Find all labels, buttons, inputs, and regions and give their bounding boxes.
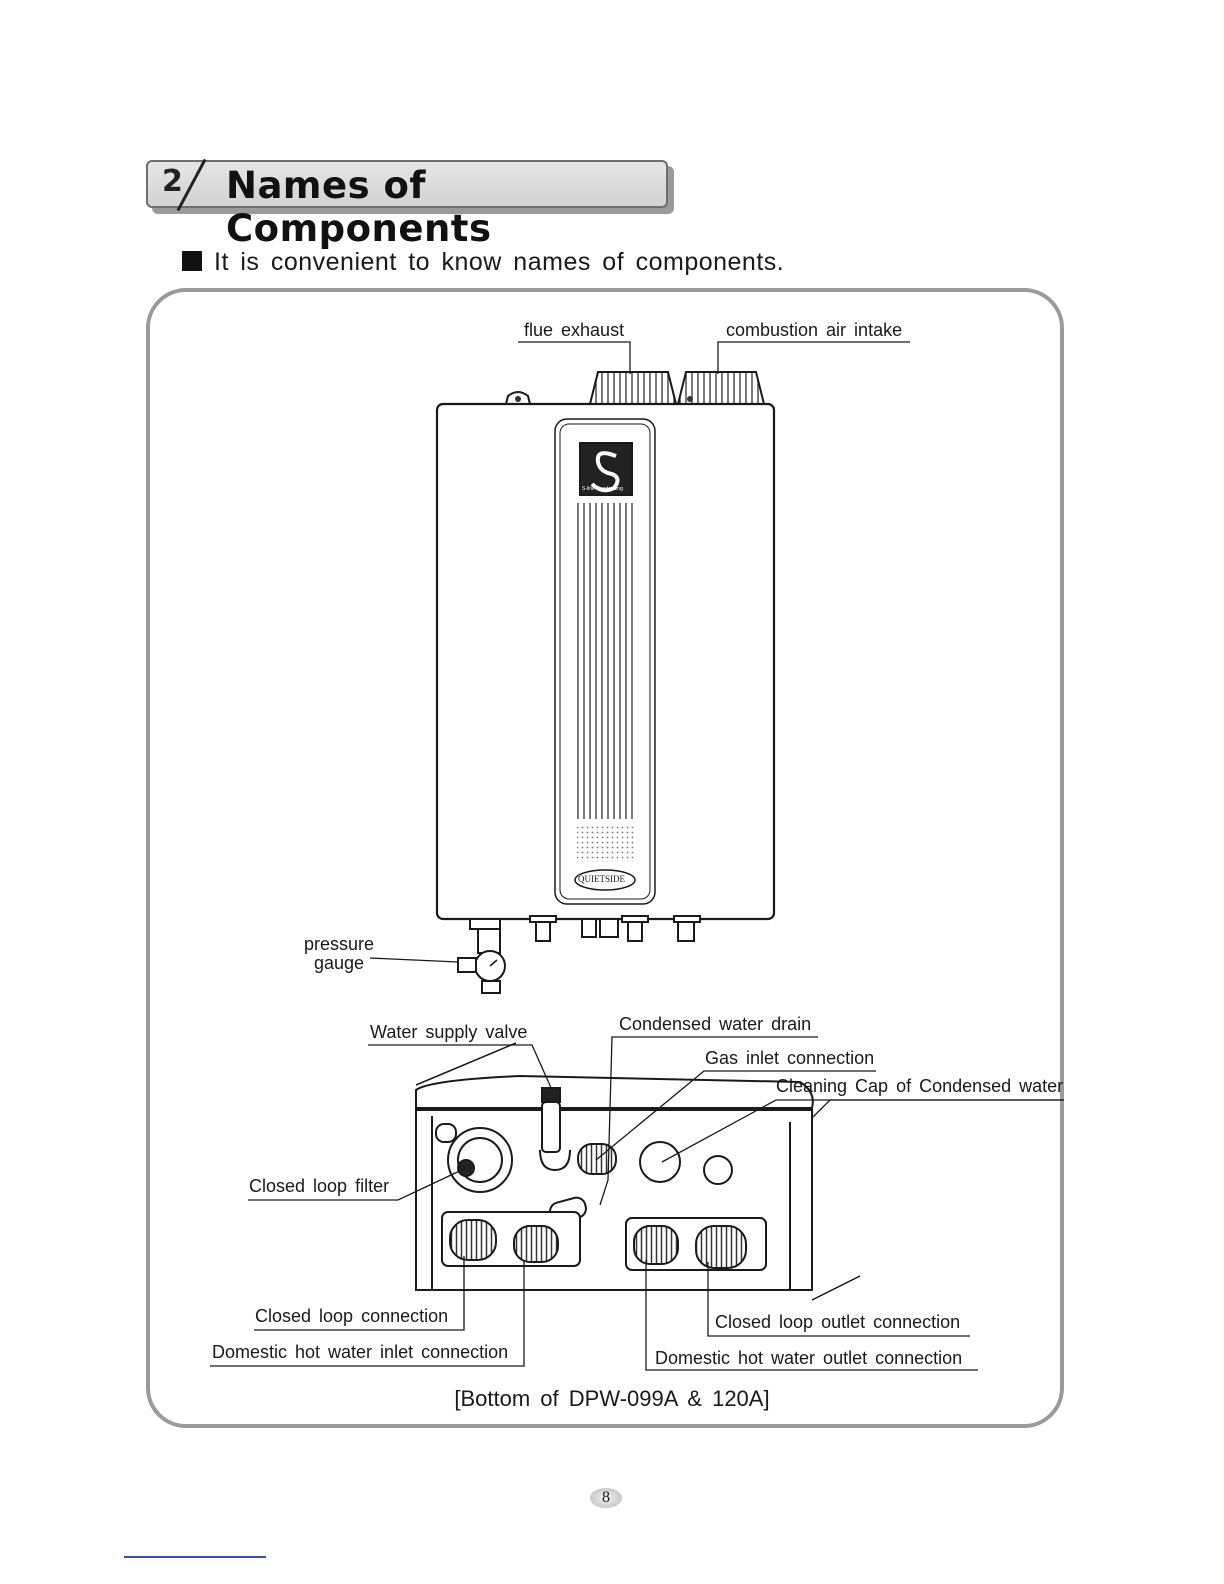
intro-line: It is convenient to know names of compon… xyxy=(182,248,784,277)
page-number: 8 xyxy=(602,1489,610,1506)
cleaning-cap xyxy=(639,1141,681,1183)
section-title: Names of Components xyxy=(226,164,492,250)
water-heater-unit xyxy=(435,371,776,994)
intro-text: It is convenient to know names of compon… xyxy=(214,248,785,276)
label-combustion-air-intake: combustion air intake xyxy=(726,320,903,340)
label-closed-loop-outlet-connection: Closed loop outlet connection xyxy=(715,1312,961,1332)
section-number: 2 xyxy=(162,164,183,199)
label-closed-loop-filter: Closed loop filter xyxy=(249,1176,390,1196)
label-dhw-outlet-connection: Domestic hot water outlet connection xyxy=(655,1348,963,1368)
logo-subtext: S-line Condensing xyxy=(582,486,623,492)
label-condensed-water-drain: Condensed water drain xyxy=(619,1014,812,1034)
footer-line xyxy=(124,1556,266,1558)
bottom-lid xyxy=(415,1074,814,1109)
section-header-box: 2 Names of Components xyxy=(146,158,668,250)
label-closed-loop-connection: Closed loop connection xyxy=(255,1306,449,1326)
leader-lines xyxy=(210,341,1064,1371)
label-dhw-inlet-connection: Domestic hot water inlet connection xyxy=(212,1342,509,1362)
dhw-inlet-fitting xyxy=(449,1219,497,1261)
brand-plate xyxy=(574,869,636,891)
label-gas-inlet-connection: Gas inlet connection xyxy=(705,1048,875,1068)
label-cleaning-cap: Cleaning Cap of Condensed water xyxy=(776,1076,1064,1096)
label-flue-exhaust: flue exhaust xyxy=(524,320,625,340)
figure-caption: [Bottom of DPW-099A & 120A] xyxy=(454,1386,770,1411)
label-pressure: pressure xyxy=(304,934,375,954)
closed-loop-connection-fitting xyxy=(513,1225,559,1263)
bullet-square-icon xyxy=(182,251,202,271)
label-gauge: gauge xyxy=(314,953,365,973)
flue-exhaust-cap xyxy=(588,371,678,405)
label-water-supply-valve: Water supply valve xyxy=(370,1022,528,1042)
page-number-badge: 8 xyxy=(590,1488,622,1508)
brand-plate-text: QUIETSIDE xyxy=(578,874,625,884)
section-header: 2 Names of Components xyxy=(146,158,676,250)
front-grille xyxy=(577,503,634,819)
bottom-view xyxy=(415,1042,861,1301)
diagram-frame xyxy=(146,288,1064,1428)
front-vent xyxy=(577,826,634,862)
dhw-outlet-fitting xyxy=(633,1225,679,1265)
closed-loop-outlet-fitting xyxy=(695,1225,747,1269)
